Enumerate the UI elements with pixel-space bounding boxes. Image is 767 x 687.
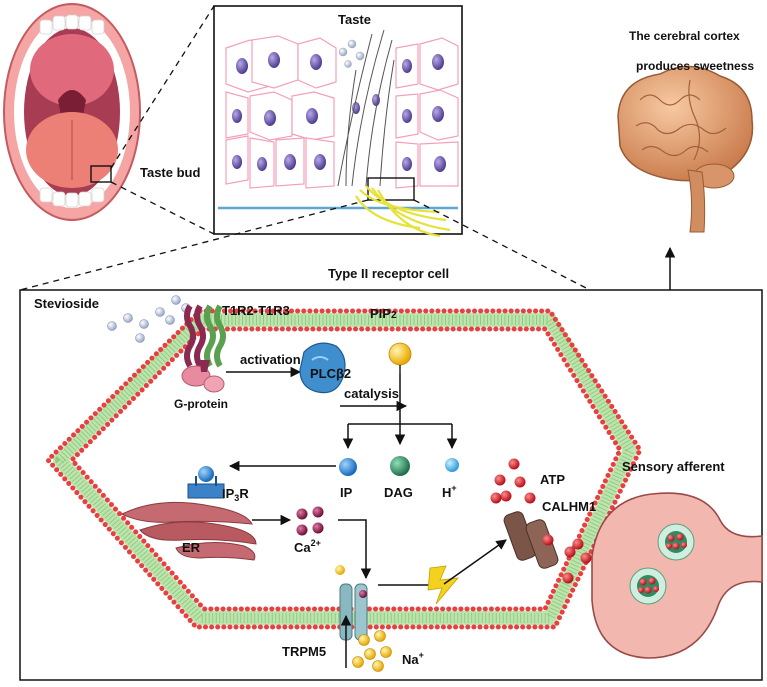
cell-title: Type II receptor cell xyxy=(328,266,449,281)
sodium-ions xyxy=(352,630,392,672)
ip-molecule xyxy=(339,458,357,476)
pip2-label: PIP2 xyxy=(370,306,397,321)
taste-bud-label: Taste bud xyxy=(140,165,200,180)
sensory-afferent-label: Sensory afferent xyxy=(622,459,725,474)
g-protein xyxy=(181,360,225,393)
receptor-label: T1R2-T1R3 xyxy=(222,303,290,318)
h-ion xyxy=(445,458,459,472)
mouth-illustration xyxy=(3,3,141,221)
dag-label: DAG xyxy=(384,485,413,500)
stevioside-label: Stevioside xyxy=(34,296,99,311)
sensory-neuron-terminal xyxy=(591,492,763,659)
pip2-molecule xyxy=(388,342,412,366)
endoplasmic-reticulum xyxy=(120,501,257,561)
product-branch-arrows xyxy=(342,374,458,450)
g-protein-label: G-protein xyxy=(174,397,228,411)
activation-label: activation xyxy=(240,352,301,367)
calcium-ions xyxy=(296,506,324,536)
plcb2-label: PLCβ2 xyxy=(310,366,351,381)
stevioside-molecules xyxy=(107,295,191,343)
atp-label: ATP xyxy=(540,472,565,487)
catalysis-label: catalysis xyxy=(344,386,399,401)
na-label: Na+ xyxy=(402,650,424,667)
plcb2-enzyme xyxy=(299,342,346,394)
arrow-to-calhm1 xyxy=(443,539,507,585)
ca-to-trpm5-arrow xyxy=(338,519,372,580)
trpm5-label: TRPM5 xyxy=(282,644,326,659)
zoom-lines-top xyxy=(110,5,215,235)
brain-illustration xyxy=(617,65,754,233)
zoom-lines-bottom xyxy=(19,199,591,291)
cortex-label-line1: The cerebral cortex xyxy=(629,29,740,43)
calhm1-channel xyxy=(503,511,559,569)
ip-label: IP xyxy=(340,485,353,500)
taste-label: Taste xyxy=(338,12,371,27)
cell-membrane xyxy=(45,308,643,630)
h-label: H+ xyxy=(442,483,457,500)
trpm5-channel xyxy=(335,565,368,641)
calhm1-label: CALHM1 xyxy=(542,499,596,514)
ip3r-label: IP3R xyxy=(222,486,249,503)
atp-molecules xyxy=(490,458,606,584)
er-label: ER xyxy=(182,540,201,555)
ca-label: Ca2+ xyxy=(294,538,321,555)
cortex-label-line2: produces sweetness xyxy=(636,59,754,73)
taste-box: Taste xyxy=(213,5,463,238)
t1r2-t1r3-receptor xyxy=(184,304,226,368)
lightning-icon xyxy=(427,565,459,605)
ip3r-receptor xyxy=(187,466,225,499)
dag-molecule xyxy=(390,456,410,476)
